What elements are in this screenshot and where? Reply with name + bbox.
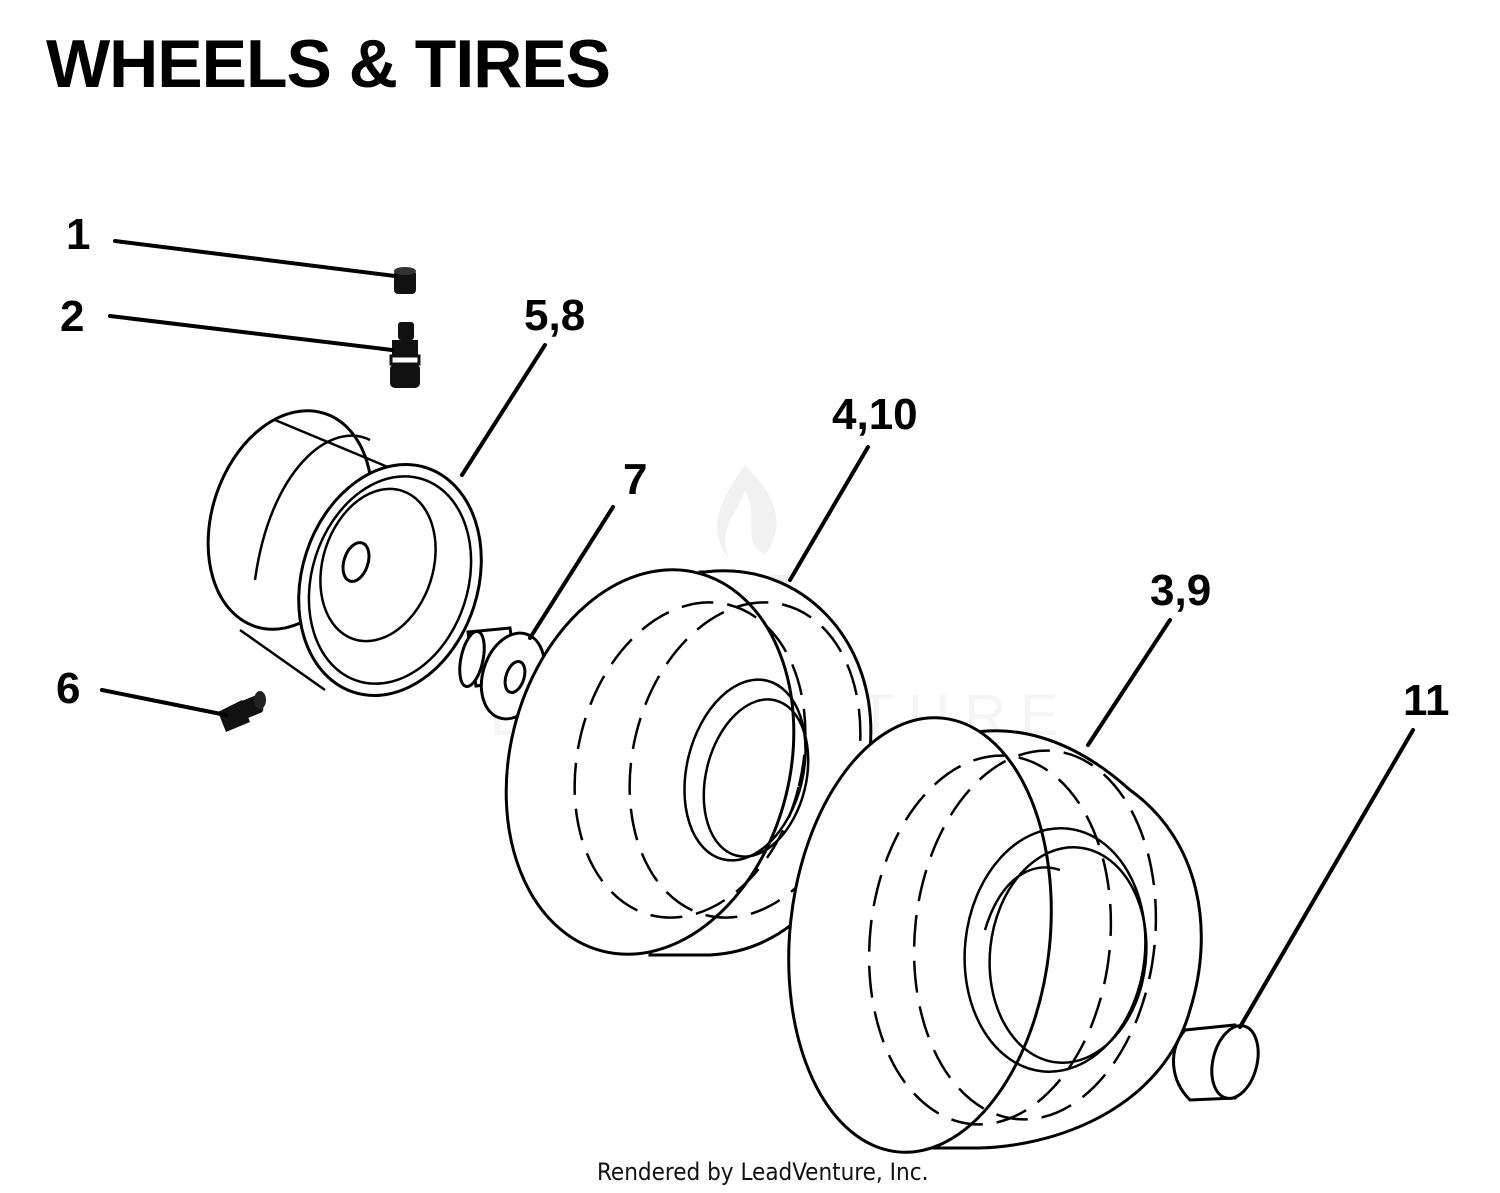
leader-line-1 [113, 239, 397, 278]
page-title: WHEELS & TIRES [46, 26, 611, 102]
leader-line-2 [108, 314, 394, 352]
valve-cap-part [394, 267, 416, 294]
rear-tire-part [787, 716, 1203, 1154]
grease-fitting-part [218, 691, 266, 732]
footer-credit: Rendered by LeadVenture, Inc. [597, 1158, 928, 1186]
leader-line-58 [460, 343, 547, 477]
callout-5-8: 5,8 [524, 291, 585, 340]
leader-line-6 [100, 688, 228, 717]
valve-stem-part [389, 322, 421, 388]
callout-2: 2 [60, 292, 84, 341]
wheel-rim-part [206, 409, 483, 697]
leader-line-11 [1238, 728, 1415, 1029]
callout-6: 6 [56, 664, 80, 713]
hub-cap-part [1172, 1023, 1260, 1102]
leader-line-39 [1086, 618, 1172, 747]
callout-7: 7 [623, 455, 647, 504]
leader-line-7 [528, 505, 615, 640]
callout-4-10: 4,10 [832, 390, 918, 439]
callout-3-9: 3,9 [1150, 566, 1211, 615]
leader-line-410 [788, 445, 870, 582]
callout-1: 1 [66, 210, 90, 259]
callout-11: 11 [1403, 676, 1450, 725]
